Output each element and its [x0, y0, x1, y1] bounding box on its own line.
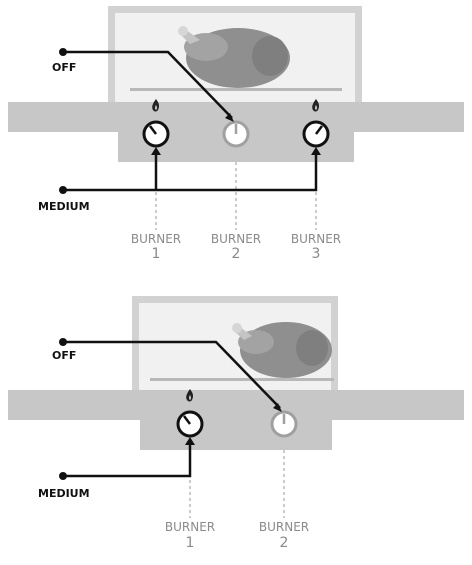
off-label: OFF	[52, 349, 76, 362]
turkey-illustration	[232, 322, 332, 378]
medium-label: MEDIUM	[38, 200, 90, 213]
burner-1-label: BURNER	[165, 520, 215, 534]
burner-1-knob[interactable]	[142, 120, 170, 148]
diagram-two-burner: OFF MEDIUM BURNER 1 BURNER 2	[8, 296, 464, 551]
medium-leader-line	[59, 147, 321, 194]
burner-3-label: BURNER	[291, 232, 341, 246]
burner-3-knob[interactable]	[302, 120, 330, 148]
burner-2-knob[interactable]	[222, 120, 250, 148]
burner-1-knob[interactable]	[176, 410, 204, 438]
control-panel	[140, 390, 332, 450]
off-leader-line	[59, 338, 282, 412]
burner-2-label: BURNER	[211, 232, 261, 246]
burner-1-number: 1	[152, 246, 161, 262]
cooking-grate	[150, 378, 334, 381]
medium-leader-line	[59, 437, 195, 480]
burner-2-knob[interactable]	[270, 410, 298, 438]
off-leader-line	[59, 48, 234, 122]
diagram-three-burner: OFF MEDIUM BURNER 1 BURNER 2 BURNER 3	[8, 6, 464, 262]
burner-2-number: 2	[232, 246, 241, 262]
medium-label: MEDIUM	[38, 487, 90, 500]
turkey-illustration	[178, 26, 290, 88]
cooking-grate	[130, 88, 342, 91]
burner-3-number: 3	[312, 246, 321, 262]
burner-1-label: BURNER	[131, 232, 181, 246]
off-label: OFF	[52, 61, 76, 74]
burner-2-number: 2	[280, 535, 289, 551]
burner-2-label: BURNER	[259, 520, 309, 534]
burner-1-number: 1	[186, 535, 195, 551]
